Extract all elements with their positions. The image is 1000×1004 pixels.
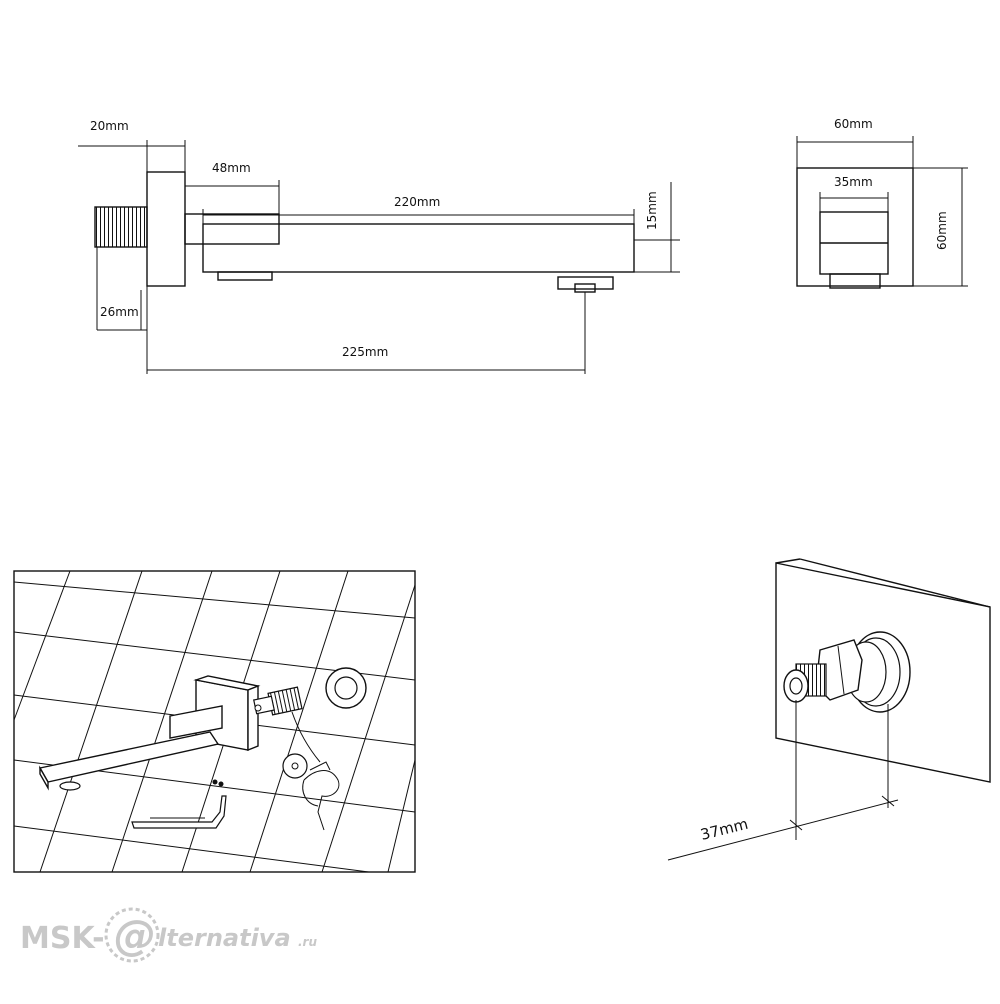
side-spout [202,223,635,273]
dim-flange-depth: 20mm [90,119,129,133]
side-aerator [557,276,614,290]
dim-flange-width: 60mm [834,117,873,131]
side-flange [146,171,186,287]
svg-text:@: @ [114,911,156,960]
side-spout-underside [217,271,273,281]
front-aerator [829,273,881,289]
dim-thread-depth: 37mm [699,815,750,844]
installation-illustration [13,570,416,873]
thread-depth-detail: 37mm [667,558,991,861]
dim-arm-length: 48mm [212,161,251,175]
cover-ring [325,667,367,709]
svg-text:lternativa: lternativa [158,924,291,952]
dim-spout-height: 15mm [645,191,659,230]
front-view: 60mm 35mm 60mm [796,117,968,289]
watermark-logo: MSK- @ lternativa .ru [20,907,317,963]
installed-connector [253,686,303,716]
hex-key [131,795,227,829]
front-flange [796,167,914,287]
dim-spout-length: 220mm [394,195,440,209]
dim-overall-reach: 225mm [342,345,388,359]
svg-text:MSK-: MSK- [20,921,105,956]
side-arm [184,213,280,245]
screws [212,779,224,787]
svg-text:.ru: .ru [298,935,317,949]
hand-illustration [282,711,340,831]
dim-thread-height: 26mm [100,305,139,319]
dim-flange-height: 60mm [935,211,949,250]
dim-inner-width: 35mm [834,175,873,189]
side-thread [94,206,148,248]
side-view: 20mm 48mm 220mm 15mm 26mm 225mm [78,119,680,374]
side-aerator-tip [574,283,596,293]
installation-frame [13,570,416,873]
installed-spout [38,675,261,791]
